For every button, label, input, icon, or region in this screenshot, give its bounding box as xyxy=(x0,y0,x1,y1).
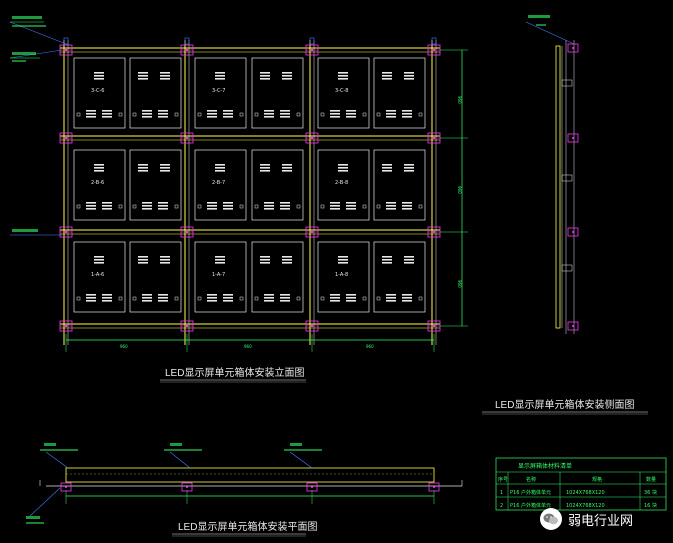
bracket xyxy=(60,482,72,492)
bracket xyxy=(567,133,579,143)
cabinet-label: 1-A-8 xyxy=(335,272,348,278)
plan-title: LED显示屏单元箱体安装平面图 xyxy=(178,520,317,533)
cabinet-label: 2-B-6 xyxy=(91,180,104,186)
elevation-frame xyxy=(60,40,440,345)
column-cap xyxy=(63,37,69,45)
dim-right-3: 960 xyxy=(457,280,462,288)
bracket xyxy=(567,43,579,53)
materials-row-1-spec: 1024X768X120 xyxy=(566,490,605,496)
bracket xyxy=(427,132,441,144)
cabinet-unit xyxy=(194,57,247,129)
bracket xyxy=(305,44,319,56)
plan-brackets xyxy=(60,482,440,492)
elevation-title: LED显示屏单元箱体安装立面图 xyxy=(165,366,304,379)
bracket xyxy=(180,132,194,144)
materials-header-qty: 数量 xyxy=(646,476,656,483)
cabinet-unit xyxy=(317,149,370,221)
column-cap xyxy=(309,37,315,45)
dim-bottom-3: 960 xyxy=(366,344,374,349)
materials-row-2-name: P16 户外箱体单元 xyxy=(510,502,551,509)
cabinet-unit xyxy=(373,57,426,129)
right-dimension xyxy=(440,49,468,327)
watermark: 弱电行业网 xyxy=(540,505,668,533)
column-cap xyxy=(431,37,437,45)
bracket xyxy=(427,44,441,56)
materials-table-title: 显示屏箱体材料清单 xyxy=(518,462,572,470)
bracket xyxy=(428,482,440,492)
cabinet-unit xyxy=(251,149,304,221)
side-brackets xyxy=(567,43,579,331)
bracket xyxy=(59,320,73,332)
materials-row-1-no: 1 xyxy=(500,490,503,496)
bracket xyxy=(567,321,579,331)
bracket xyxy=(567,227,579,237)
cabinet-unit xyxy=(373,241,426,313)
cabinet-label: 3-C-7 xyxy=(212,88,225,94)
bracket xyxy=(59,44,73,56)
cabinet-unit xyxy=(194,149,247,221)
cabinet-unit xyxy=(373,149,426,221)
bracket xyxy=(59,226,73,238)
materials-row-2-no: 2 xyxy=(500,503,503,509)
materials-row-2-spec: 1024X768X120 xyxy=(566,503,605,509)
bracket xyxy=(305,226,319,238)
cabinet-unit xyxy=(129,57,182,129)
cabinet-label: 1-A-6 xyxy=(91,272,104,278)
materials-row-1-qty: 36 块 xyxy=(644,489,657,496)
dim-right-2: 960 xyxy=(457,186,462,194)
cabinet-unit xyxy=(251,241,304,313)
column-cap xyxy=(184,37,190,45)
bracket xyxy=(59,132,73,144)
wechat-icon xyxy=(540,508,562,530)
elevation-brackets xyxy=(59,37,441,332)
cabinet-unit xyxy=(317,57,370,129)
bracket xyxy=(180,320,194,332)
cabinet-unit xyxy=(73,57,126,129)
cabinet-unit xyxy=(129,149,182,221)
bracket xyxy=(180,44,194,56)
bracket xyxy=(305,320,319,332)
bracket xyxy=(427,320,441,332)
dim-bottom-2: 960 xyxy=(244,344,252,349)
cabinet-unit xyxy=(73,241,126,313)
plan-view xyxy=(26,443,463,524)
cabinet-label: 3-C-8 xyxy=(335,88,348,94)
bracket xyxy=(306,482,318,492)
bracket xyxy=(305,132,319,144)
cabinet-label: 1-A-7 xyxy=(212,272,225,278)
cabinet-unit xyxy=(73,149,126,221)
cabinet-label: 2-B-7 xyxy=(212,180,225,186)
cabinet-unit xyxy=(129,241,182,313)
cabinet-unit xyxy=(251,57,304,129)
materials-table: 显示屏箱体材料清单 序号 名称 规格 数量 1 P16 户外箱体单元 1024X… xyxy=(495,457,667,511)
side-title: LED显示屏单元箱体安装侧面图 xyxy=(495,398,634,411)
bracket xyxy=(180,226,194,238)
bracket xyxy=(427,226,441,238)
materials-header-no: 序号 xyxy=(498,476,508,483)
bracket xyxy=(181,482,193,492)
cabinet-label: 3-C-6 xyxy=(91,88,104,94)
dim-right-1: 960 xyxy=(457,96,462,104)
materials-row-1-name: P16 户外箱体单元 xyxy=(510,489,551,496)
materials-header-spec: 规格 xyxy=(592,476,602,483)
cabinet-unit xyxy=(194,241,247,313)
cabinet-label: 2-B-8 xyxy=(335,180,348,186)
cabinet-unit xyxy=(317,241,370,313)
materials-row-2-qty: 16 块 xyxy=(644,502,657,509)
watermark-text: 弱电行业网 xyxy=(568,512,634,528)
dim-bottom-1: 960 xyxy=(120,344,128,349)
bottom-dimension xyxy=(65,334,435,352)
materials-header-name: 名称 xyxy=(526,476,536,483)
side-elevation xyxy=(525,15,575,334)
elevation-leaders xyxy=(9,16,67,236)
cabinet-grid: 3-C-6 3-C-7 3-C-8 2-B-6 2-B-7 2-B-8 1-A-6 1-A-7… xyxy=(73,57,426,313)
